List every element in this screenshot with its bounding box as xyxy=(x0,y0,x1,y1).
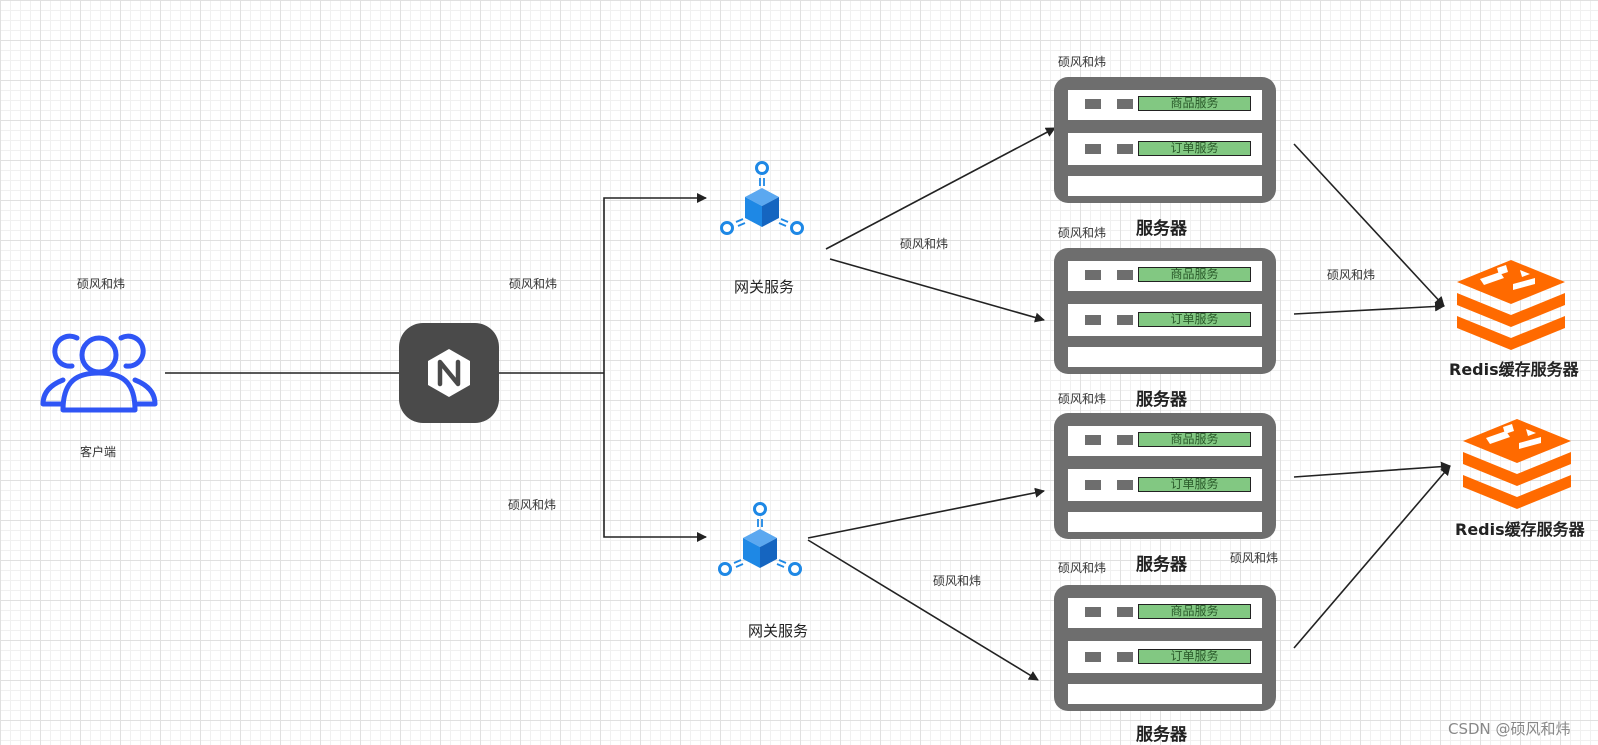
server-led xyxy=(1117,315,1133,325)
service-box-order: 订单服务 xyxy=(1138,477,1251,492)
service-box-product: 商品服务 xyxy=(1138,604,1251,619)
edge-label-gateway1-servers: 硕风和炜 xyxy=(900,237,949,251)
service-box-product: 商品服务 xyxy=(1138,267,1251,282)
server-slot: 商品服务 xyxy=(1068,90,1262,120)
edge-nginx-gateway-1 xyxy=(603,193,707,373)
server-led xyxy=(1117,144,1133,154)
server-led xyxy=(1085,607,1101,617)
watermark: CSDN @硕风和炜 xyxy=(1448,720,1571,738)
server-label-2: 服务器 xyxy=(1136,390,1187,410)
edge-server2-redis1 xyxy=(1293,301,1445,315)
server-caption-4: 硕风和炜 xyxy=(1058,561,1107,575)
service-box-order: 订单服务 xyxy=(1138,141,1251,156)
gateway-icon-1 xyxy=(720,161,804,235)
redis-icon-1 xyxy=(1457,260,1565,350)
server-led xyxy=(1085,435,1101,445)
client-label: 客户端 xyxy=(80,445,117,459)
gateway-label-1: 网关服务 xyxy=(734,278,795,296)
redis-label-2: Redis缓存服务器 xyxy=(1455,520,1585,539)
server-slot: 订单服务 xyxy=(1068,304,1262,336)
edge-label-gateway2-servers: 硕风和炜 xyxy=(933,574,982,588)
edge-gateway2-server4 xyxy=(807,539,1039,681)
server-slot: 订单服务 xyxy=(1068,469,1262,501)
server-led xyxy=(1085,480,1101,490)
server-slot xyxy=(1068,684,1262,704)
edge-gateway2-server3 xyxy=(807,487,1045,539)
server-led xyxy=(1085,315,1101,325)
server-slot: 商品服务 xyxy=(1068,261,1262,291)
edge-gateway1-server1 xyxy=(825,127,1056,250)
server-led xyxy=(1117,480,1133,490)
edge-server3-redis2 xyxy=(1293,461,1451,478)
client-caption: 硕风和炜 xyxy=(77,277,126,291)
server-caption-3: 硕风和炜 xyxy=(1058,392,1107,406)
gateway-icon-2 xyxy=(718,502,802,576)
server-icon-2: 商品服务 订单服务 xyxy=(1054,248,1276,374)
server-slot xyxy=(1068,347,1262,367)
server-led xyxy=(1117,435,1133,445)
server-led xyxy=(1117,270,1133,280)
edge-nginx-gateway-2 xyxy=(603,373,707,542)
server-icon-3: 商品服务 订单服务 xyxy=(1054,413,1276,539)
redis-icon-2 xyxy=(1463,419,1571,509)
server-led xyxy=(1085,652,1101,662)
server-led xyxy=(1085,144,1101,154)
server-slot: 订单服务 xyxy=(1068,133,1262,165)
server-caption-2: 硕风和炜 xyxy=(1058,226,1107,240)
edge-server1-redis1 xyxy=(1293,143,1445,307)
server-led xyxy=(1085,270,1101,280)
server-caption-1: 硕风和炜 xyxy=(1058,55,1107,69)
service-box-order: 订单服务 xyxy=(1138,312,1251,327)
users-icon xyxy=(40,333,158,413)
service-box-order: 订单服务 xyxy=(1138,649,1251,664)
nginx-icon xyxy=(399,323,499,423)
edge-label-servers-redis1: 硕风和炜 xyxy=(1327,268,1376,282)
server-led xyxy=(1117,607,1133,617)
edge-label-nginx-gateway1: 硕风和炜 xyxy=(509,277,558,291)
server-slot: 商品服务 xyxy=(1068,426,1262,456)
server-label-3: 服务器 xyxy=(1136,555,1187,575)
service-box-product: 商品服务 xyxy=(1138,432,1251,447)
server-led xyxy=(1117,652,1133,662)
redis-label-1: Redis缓存服务器 xyxy=(1449,360,1579,379)
edge-label-servers-redis2: 硕风和炜 xyxy=(1230,551,1279,565)
edge-label-nginx-gateway2: 硕风和炜 xyxy=(508,498,557,512)
server-slot: 订单服务 xyxy=(1068,641,1262,673)
edge-server4-redis2 xyxy=(1293,465,1451,649)
server-label-4: 服务器 xyxy=(1136,725,1187,745)
server-led xyxy=(1117,99,1133,109)
edge-gateway1-server2 xyxy=(829,258,1045,323)
gateway-label-2: 网关服务 xyxy=(748,622,809,640)
server-led xyxy=(1085,99,1101,109)
service-box-product: 商品服务 xyxy=(1138,96,1251,111)
connectors xyxy=(165,127,1451,681)
server-icon-1: 商品服务 订单服务 xyxy=(1054,77,1276,203)
server-slot xyxy=(1068,176,1262,196)
server-icon-4: 商品服务 订单服务 xyxy=(1054,585,1276,711)
server-slot xyxy=(1068,512,1262,532)
server-label-1: 服务器 xyxy=(1136,219,1187,239)
server-slot: 商品服务 xyxy=(1068,598,1262,628)
